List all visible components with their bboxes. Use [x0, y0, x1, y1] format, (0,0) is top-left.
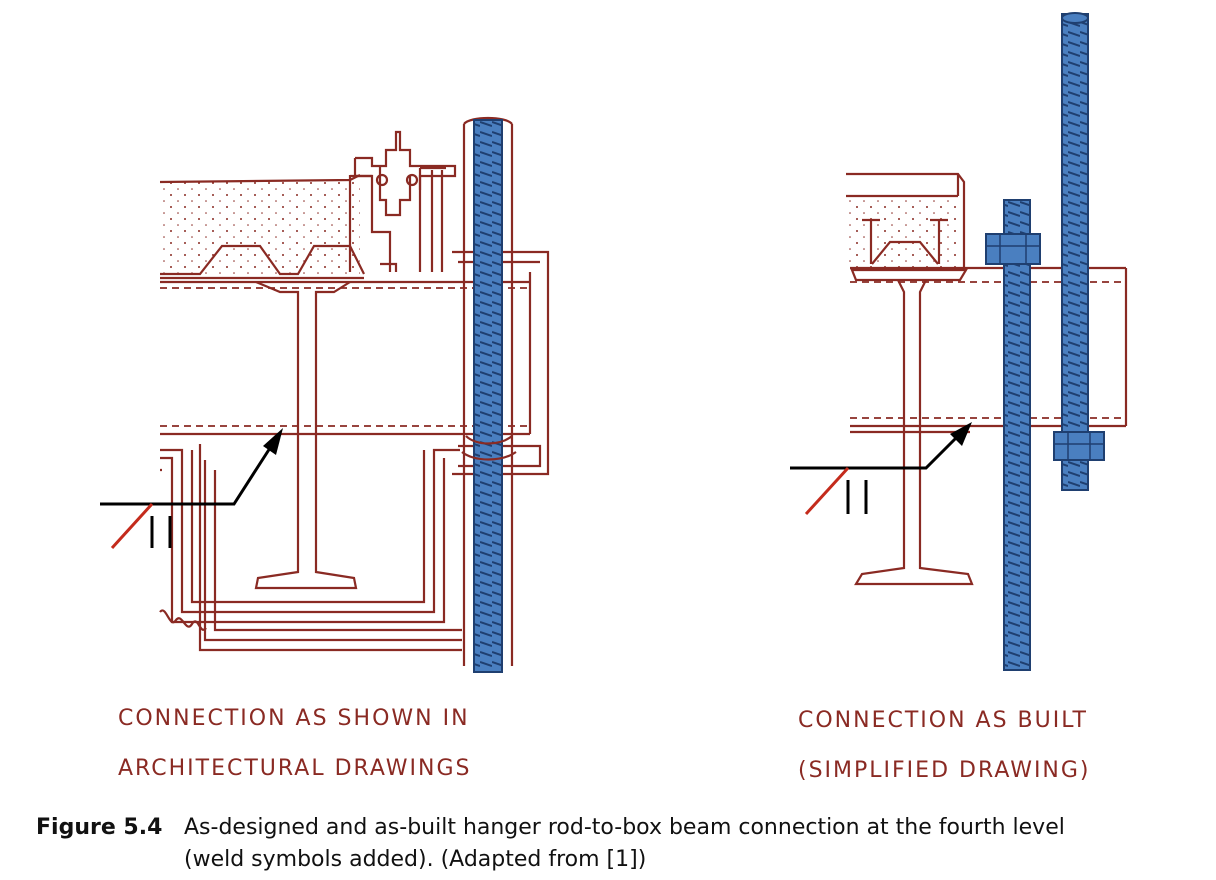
caption-text-line1: As-designed and as-built hanger rod-to-b…	[184, 815, 1065, 840]
right-drawing-as-built	[790, 12, 1128, 671]
figure-number: Figure 5.4	[36, 815, 163, 840]
left-metal-deck	[160, 244, 365, 276]
left-slab-outline	[159, 174, 361, 184]
left-nut-detail	[461, 435, 517, 461]
right-rod-long	[1061, 13, 1089, 491]
right-slab-outline	[846, 172, 966, 268]
right-concrete-slab	[846, 196, 956, 268]
right-wf-section	[854, 279, 974, 586]
left-weld-arrow	[100, 447, 272, 506]
figure-caption: Figure 5.4 As-designed and as-built hange…	[36, 812, 1206, 876]
left-wf-section	[254, 280, 358, 590]
right-deck-clips	[862, 218, 948, 265]
left-wavy-detail	[159, 609, 207, 631]
left-pipe	[462, 116, 514, 666]
right-rod-short	[1003, 199, 1031, 671]
right-label-line2: (SIMPLIFIED DRAWING)	[798, 758, 1091, 783]
left-hanger-rod	[473, 119, 503, 673]
right-bottom-nut	[1053, 431, 1105, 461]
caption-text-line2: (weld symbols added). (Adapted from [1])	[184, 847, 647, 872]
left-drawing-as-designed	[100, 116, 550, 673]
right-weld-arrow	[790, 434, 960, 470]
right-top-nut	[985, 233, 1041, 265]
left-concrete-slab	[160, 182, 360, 274]
left-weld-tail	[110, 502, 154, 550]
left-stiffener	[418, 166, 446, 272]
right-label-line1: CONNECTION AS BUILT	[798, 708, 1088, 733]
left-label-line2: ARCHITECTURAL DRAWINGS	[118, 756, 472, 781]
right-weld-tail	[804, 466, 850, 516]
left-lower-channels	[160, 444, 462, 652]
left-label-line1: CONNECTION AS SHOWN IN	[118, 706, 470, 731]
left-top-clip	[353, 130, 457, 217]
